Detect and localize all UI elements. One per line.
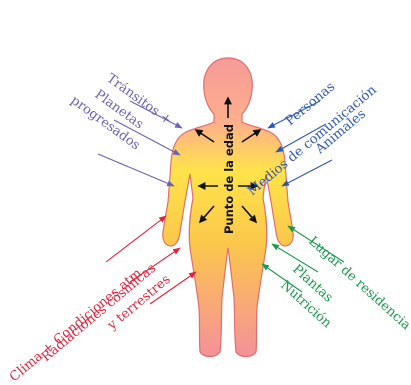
labels-top-left: Tránsitos + Planetas progresados [68, 71, 175, 153]
center-label: Punto de la edad [222, 124, 236, 234]
labels-bottom-right: Lugar de residencia Plantas Nutrición [277, 234, 411, 334]
label-radiaciones: Radiaciones cósmicas [39, 261, 159, 365]
labels-bottom-left: Clima + Condiciones atm. Radiaciones cós… [7, 261, 174, 385]
